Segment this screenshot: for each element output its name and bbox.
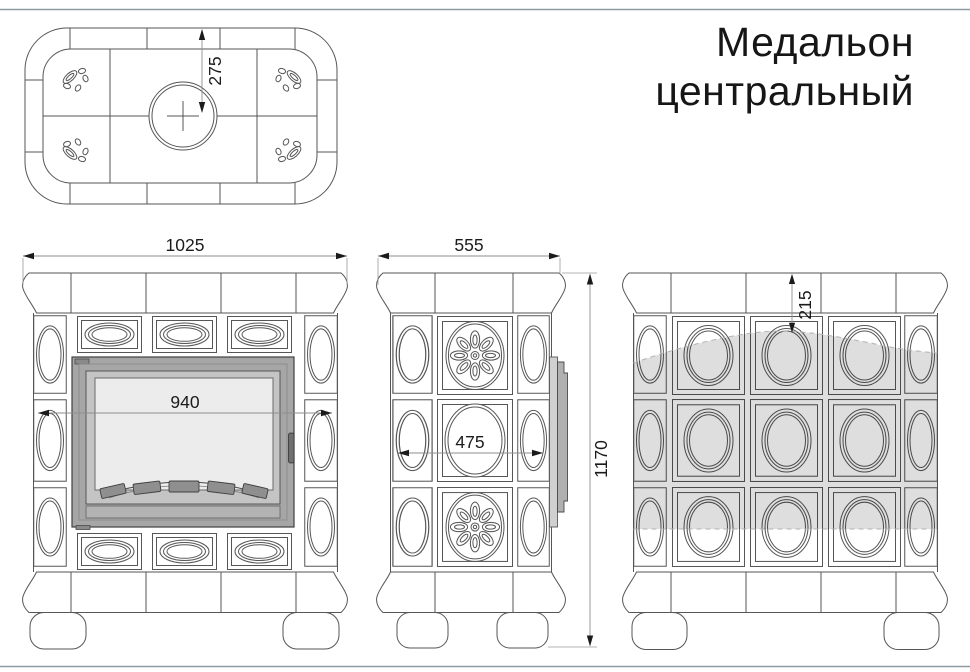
firebox-door [71, 356, 295, 530]
side-foot [396, 612, 449, 649]
front-tile-medallion [227, 533, 292, 570]
door-handle [288, 432, 295, 464]
side-tile-oval [392, 399, 433, 482]
front-view: 940 1025 [22, 235, 348, 650]
front-tile-oval [33, 399, 67, 482]
chimney-opening [148, 81, 218, 151]
drawing-title-line1: Медальон [716, 19, 914, 65]
side-plinth [376, 571, 566, 613]
dim-medallion-width: 475 [398, 432, 543, 457]
dim-front-width-label: 1025 [166, 235, 205, 255]
side-tile-rosette [437, 487, 513, 567]
dim-side-depth: 555 [377, 235, 561, 285]
side-foot [496, 612, 549, 649]
front-tile-medallion [77, 316, 142, 353]
front-tile-medallion [152, 316, 217, 353]
dim-chimney-offset: 275 [198, 29, 225, 113]
dim-chimney-offset-label: 275 [205, 56, 225, 85]
dim-firebox-width-label: 940 [170, 392, 199, 412]
back-plinth [622, 571, 948, 613]
front-tile-medallion [152, 533, 217, 570]
dim-total-height: 1170 [548, 272, 611, 648]
front-tile-oval [304, 315, 338, 394]
shaded-zone [633, 330, 938, 530]
door-profile [549, 356, 568, 528]
drawing-title-line2: центральный [655, 68, 914, 115]
back-view: 215 [622, 272, 948, 650]
front-tile-oval [33, 487, 67, 567]
dim-side-depth-label: 555 [454, 235, 483, 255]
front-tile-medallion [227, 316, 292, 353]
back-foot [631, 612, 688, 650]
front-tile-medallion [77, 533, 142, 570]
dim-total-height-label: 1170 [591, 440, 611, 478]
dim-front-width: 1025 [22, 235, 348, 285]
sheet-border [0, 8, 970, 668]
side-tile-oval [392, 487, 433, 567]
front-tile-oval [33, 315, 67, 394]
top-view: 275 [24, 27, 338, 205]
back-foot [883, 612, 940, 650]
dim-back-top-offset: 215 [788, 273, 815, 333]
dim-firebox-width: 940 [38, 392, 332, 417]
side-tile-rosette [437, 316, 513, 395]
front-plinth [22, 571, 348, 613]
side-tile-oval [517, 487, 550, 567]
door-vents [99, 480, 269, 499]
side-tile-oval [392, 315, 433, 394]
side-view: 475 555 1170 [376, 235, 611, 649]
dim-back-top-offset-label: 215 [795, 290, 815, 319]
side-tile-oval [517, 315, 550, 394]
drawing-title: Медальон центральный [655, 18, 914, 116]
front-foot [282, 612, 340, 650]
back-crown [622, 272, 948, 314]
side-crown [376, 272, 566, 314]
side-tile-oval [517, 399, 550, 482]
top-view-band-joints [25, 28, 337, 204]
front-tile-oval [304, 487, 338, 567]
front-foot [29, 612, 87, 650]
dim-medallion-width-label: 475 [455, 432, 484, 452]
